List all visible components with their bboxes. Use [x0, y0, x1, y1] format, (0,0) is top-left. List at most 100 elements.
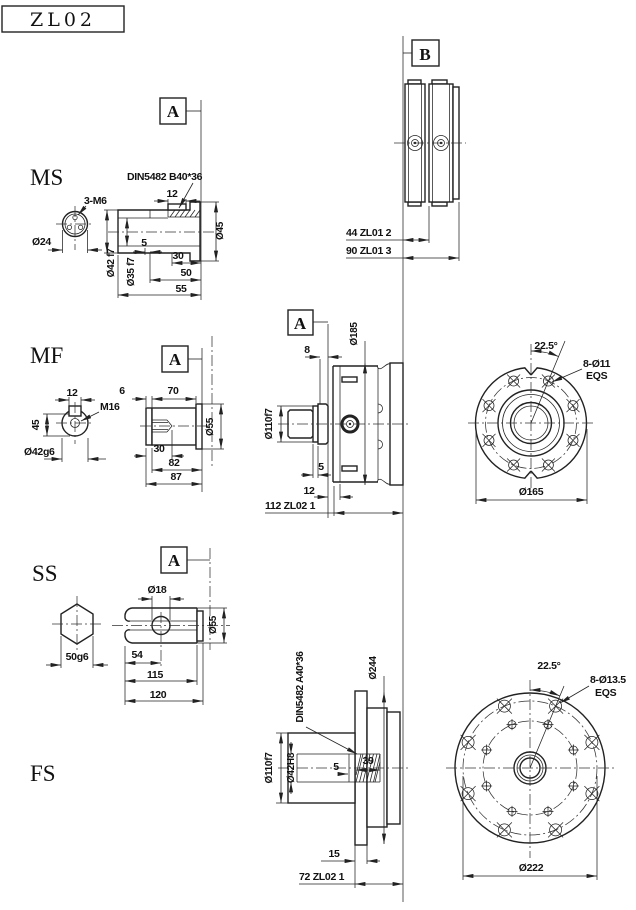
- callout-m16: M16: [80, 401, 120, 422]
- mf-section-view: A 8 Ø185: [264, 309, 410, 518]
- dim-115-ss: 115: [124, 645, 198, 685]
- svg-text:15: 15: [328, 848, 340, 860]
- inner-hole: [567, 744, 580, 756]
- svg-text:Ø185: Ø185: [349, 322, 360, 346]
- dim-dia110f7-fs: Ø110f7: [264, 732, 288, 804]
- svg-text:12: 12: [166, 188, 178, 200]
- callout-3-m6: 3-M6: [77, 195, 107, 216]
- svg-text:EQS: EQS: [595, 687, 617, 699]
- svg-text:8-Ø11: 8-Ø11: [583, 358, 611, 370]
- key-tab: [341, 465, 358, 472]
- svg-text:6: 6: [119, 385, 125, 397]
- dim-39-fs: 39: [356, 755, 380, 773]
- washer: [145, 407, 153, 446]
- mf-shaft-section: [140, 403, 210, 450]
- mf-view: MF A 12 45 M16 Ø42g6: [24, 336, 224, 492]
- dim-50g6: 50g6: [46, 636, 108, 668]
- inner-hole: [567, 780, 580, 792]
- svg-text:22.5°: 22.5°: [534, 340, 557, 352]
- dim-dia165: Ø165: [475, 429, 588, 504]
- dim-angle-fs: 22.5°: [529, 660, 565, 769]
- svg-text:55: 55: [175, 283, 187, 295]
- svg-text:Ø165: Ø165: [519, 486, 544, 498]
- svg-text:Ø18: Ø18: [148, 584, 167, 596]
- svg-text:115: 115: [147, 669, 163, 681]
- flange-hole: [482, 433, 496, 448]
- svg-text:Ø42 f7: Ø42 f7: [106, 248, 117, 278]
- dim-dia55-mf: Ø55: [202, 403, 224, 450]
- flange-hole: [566, 433, 580, 448]
- dim-30-ms: 30: [171, 250, 201, 266]
- flange-hole: [547, 822, 564, 838]
- svg-text:82: 82: [168, 457, 180, 469]
- svg-text:Ø42H8: Ø42H8: [286, 752, 297, 783]
- screw-hole: [78, 224, 84, 230]
- inner-hole: [506, 805, 518, 818]
- dim-54-ss: 54: [124, 646, 161, 666]
- svg-text:90 ZL01 3: 90 ZL01 3: [346, 245, 392, 257]
- dim-dia18: Ø18: [138, 584, 184, 620]
- svg-text:87: 87: [170, 471, 182, 483]
- svg-text:120: 120: [150, 689, 167, 701]
- dim-45-mf: 45: [31, 413, 70, 437]
- dim-90-zl01-3: 90 ZL01 3: [346, 202, 460, 261]
- inner-hole: [480, 780, 493, 792]
- svg-text:5: 5: [333, 761, 339, 773]
- dim-dia42g6: Ø42g6: [24, 438, 106, 462]
- flange-hole: [506, 374, 521, 388]
- view-marker-b: B: [419, 45, 430, 64]
- flange-hole: [482, 398, 496, 413]
- svg-text:8-Ø13.5: 8-Ø13.5: [590, 674, 626, 686]
- b-view: B 44 ZL01 2 90 ZL01 3: [346, 39, 466, 261]
- dim-dia55-ss: Ø55: [197, 607, 227, 644]
- svg-text:112 ZL02 1: 112 ZL02 1: [265, 500, 316, 512]
- svg-text:39: 39: [362, 755, 374, 767]
- flange-hole: [566, 398, 580, 413]
- dim-12-mfsec: 12: [303, 484, 353, 500]
- flange-hole: [496, 698, 513, 714]
- dim-70-mf: 70: [151, 385, 197, 407]
- svg-text:8: 8: [304, 344, 310, 356]
- callout-holes-mf: 8-Ø11 EQS: [551, 358, 611, 383]
- dim-120-ss: 120: [124, 643, 204, 705]
- mf-label: MF: [30, 343, 63, 368]
- screw-hole: [66, 224, 72, 230]
- dim-5-ms: 5: [133, 237, 162, 255]
- key-tab: [341, 376, 358, 383]
- dim-dia185: Ø185: [349, 322, 368, 485]
- dim-12-ms: 12: [154, 188, 200, 205]
- svg-text:72 ZL02 1: 72 ZL02 1: [299, 871, 345, 883]
- dim-50-ms: 50: [149, 253, 201, 283]
- ss-shaft-section: [112, 607, 230, 666]
- dim-5-mfsec: 5: [301, 444, 331, 478]
- inner-hole: [506, 718, 518, 731]
- dim-dia45: Ø45: [200, 201, 226, 262]
- fs-label: FS: [30, 761, 56, 786]
- dim-6-mf: 6: [119, 385, 147, 407]
- svg-text:Ø42g6: Ø42g6: [24, 446, 55, 458]
- svg-text:12: 12: [303, 485, 315, 497]
- svg-text:70: 70: [167, 385, 179, 397]
- callout-holes-fs: 8-Ø13.5 EQS: [559, 674, 627, 704]
- dim-30-mf: 30: [134, 430, 184, 459]
- svg-text:30: 30: [153, 443, 165, 455]
- svg-text:Ø24: Ø24: [32, 236, 51, 248]
- dim-dia110f7-mf: Ø110f7: [264, 405, 313, 443]
- svg-text:45: 45: [31, 419, 42, 430]
- svg-text:Ø244: Ø244: [368, 656, 379, 680]
- dim-12-mf: 12: [55, 387, 95, 406]
- dim-angle-mf: 22.5°: [530, 340, 566, 424]
- view-marker-a: A: [168, 551, 181, 570]
- dim-44-zl01-2: 44 ZL01 2: [346, 206, 430, 243]
- flange-hole: [506, 458, 521, 472]
- svg-text:Ø110f7: Ø110f7: [264, 408, 275, 440]
- svg-text:54: 54: [131, 649, 143, 661]
- svg-text:5: 5: [141, 237, 147, 249]
- svg-text:Ø110f7: Ø110f7: [264, 752, 275, 784]
- svg-text:44 ZL01 2: 44 ZL01 2: [346, 227, 392, 239]
- flange-hole: [584, 734, 600, 751]
- boss: [195, 403, 203, 450]
- svg-text:50g6: 50g6: [66, 651, 89, 663]
